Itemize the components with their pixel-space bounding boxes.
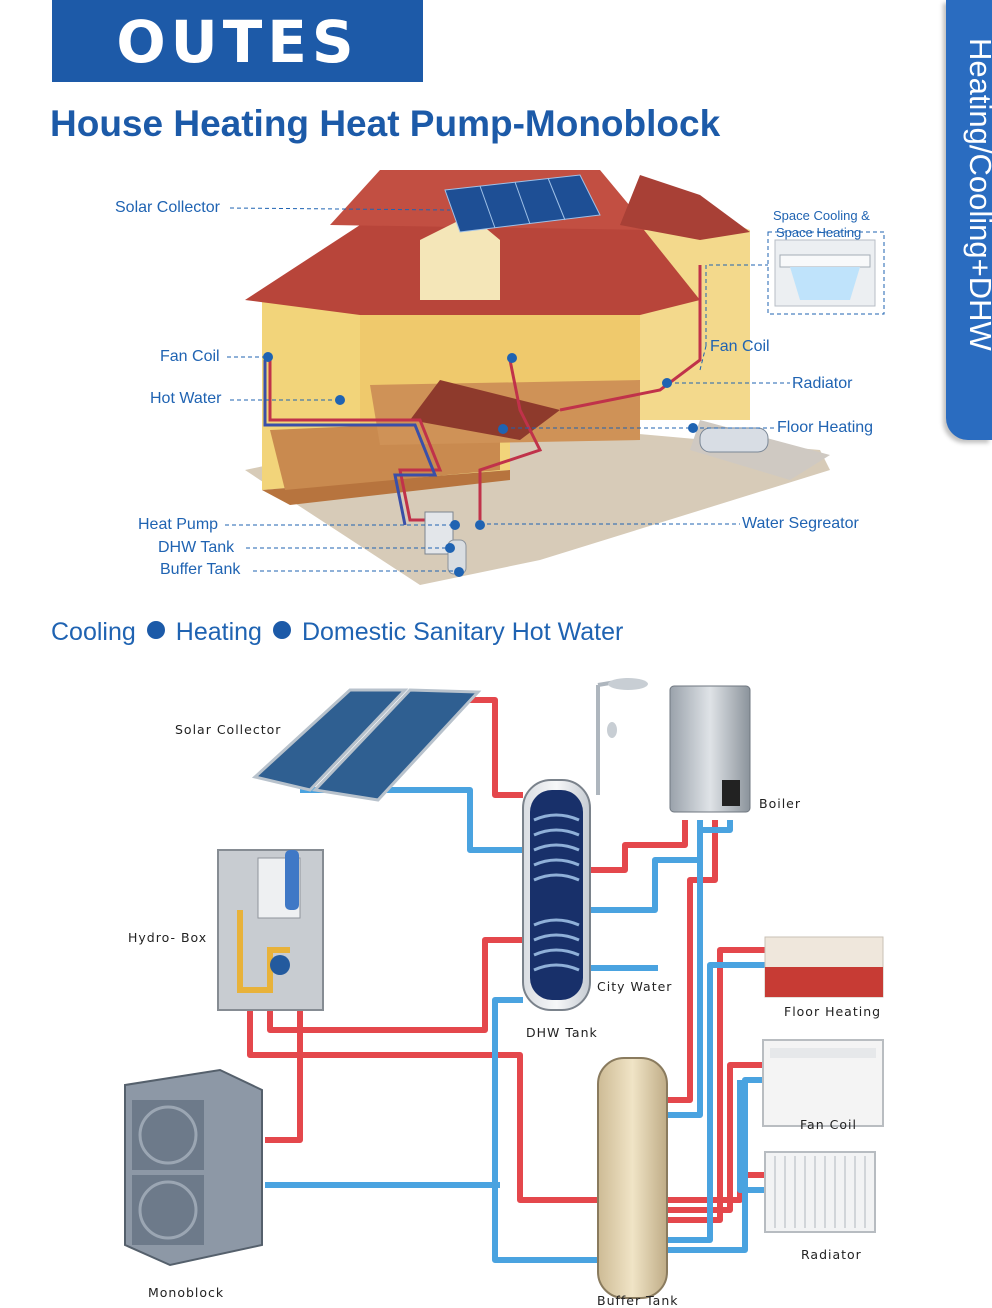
house-hot-pipe <box>268 355 443 522</box>
marker-dot <box>475 520 485 530</box>
label-radiator: Radiator <box>792 375 853 392</box>
marker-dot <box>454 567 464 577</box>
diagram-label-solar: Solar Collector <box>175 722 282 737</box>
marker-dot <box>335 395 345 405</box>
monoblock-fan-top <box>132 1100 204 1170</box>
diagram-label-monoblock: Monoblock <box>148 1285 225 1300</box>
label-fan-coil-left: Fan Coil <box>160 348 220 365</box>
fan-coil-grille <box>770 1048 876 1058</box>
radiator-fins <box>774 1156 866 1228</box>
space-cooling-box <box>767 231 885 315</box>
pipe-radiator-cold <box>737 1080 765 1193</box>
panel-divider <box>514 181 531 225</box>
label-space-cooling-1: Space Cooling & <box>773 208 870 223</box>
pipe-boiler-hot-2 <box>667 820 718 1103</box>
side-tab[interactable]: Heating/Cooling+DHW <box>946 0 992 440</box>
diagram-label-city-water: City Water <box>597 979 673 994</box>
label-hot-water: Hot Water <box>150 390 222 407</box>
house-cold-pipe <box>263 360 438 526</box>
pipe-solar-cold <box>300 787 523 853</box>
hand-shower <box>607 722 617 738</box>
label-floor-heating: Floor Heating <box>777 419 874 436</box>
pipe-hydro-buffer-hot <box>247 1010 598 1203</box>
diagram-label-hydro-box: Hydro- Box <box>128 930 208 945</box>
diagram-label-dhw-tank: DHW Tank <box>526 1025 598 1040</box>
boiler-display <box>722 780 740 806</box>
feature-heating: Heating <box>175 618 262 646</box>
radiator-unit <box>764 1151 876 1233</box>
diagram-label-fan-coil: Fan Coil <box>800 1117 857 1132</box>
car <box>699 427 769 453</box>
page-title: House Heating Heat Pump-Monoblock <box>50 103 721 144</box>
label-dhw-tank: DHW Tank <box>158 539 235 556</box>
leader-space-box <box>705 264 768 346</box>
diagram-label-boiler: Boiler <box>759 796 801 811</box>
bullet-dot <box>272 621 291 639</box>
house-hot-pipe-3 <box>559 265 702 412</box>
pipe-boiler-cold-2 <box>667 820 733 1118</box>
logo-text: OUTES <box>116 8 359 76</box>
hydro-yellow-pipes <box>237 910 290 993</box>
pipe-boiler-dhw-hot <box>590 820 688 873</box>
pipe-fancoil-hot <box>667 1062 765 1213</box>
hydro-pump <box>270 955 290 975</box>
house-illustration <box>225 170 885 585</box>
label-heat-pump: Heat Pump <box>138 516 219 533</box>
label-water-segreator: Water Segreator <box>742 515 859 532</box>
feature-line: Cooling Heating Domestic Sanitary Hot Wate… <box>51 618 623 647</box>
marker-dot <box>263 352 273 362</box>
cold-pipes <box>265 787 765 1263</box>
right-roof <box>620 175 750 240</box>
feature-dhw: Domestic Sanitary Hot Water <box>301 618 624 646</box>
expansion-vessel <box>285 850 299 910</box>
bullet-dot <box>146 621 165 639</box>
solar-panel-left <box>251 688 409 792</box>
left-floor-edge <box>262 470 510 505</box>
pipe-dhw-buffer-cold <box>492 997 598 1263</box>
dhw-coils <box>533 813 580 972</box>
label-fan-coil-right: Fan Coil <box>710 338 770 355</box>
leader-solar <box>229 207 451 211</box>
marker-dot <box>662 378 672 388</box>
panel-divider <box>547 177 566 221</box>
brand-logo: OUTES <box>52 0 423 82</box>
marker-dot <box>450 520 460 530</box>
pipe-fancoil-cold <box>667 1077 765 1253</box>
right-wing-wall <box>640 190 750 420</box>
solar-panel-right <box>311 688 482 802</box>
feature-cooling: Cooling <box>51 618 136 646</box>
fan-grille <box>138 1105 198 1165</box>
pipe-floor-cold <box>667 962 765 1243</box>
house-hot-pipe-2 <box>478 359 543 520</box>
marker-dot <box>498 424 508 434</box>
dhw-tank-inner <box>530 790 583 1000</box>
monoblock-fan-bottom <box>132 1175 204 1245</box>
panel-divider <box>479 185 496 229</box>
fan-grille <box>138 1180 198 1240</box>
pipe-hydro-dhw-hot <box>267 937 523 1033</box>
buffer-tank-body <box>597 1057 668 1299</box>
diagram-label-floor-heating: Floor Heating <box>784 1004 882 1019</box>
floor-heating-coils <box>765 967 883 997</box>
label-buffer-tank: Buffer Tank <box>160 561 241 578</box>
dormer <box>420 215 500 300</box>
label-space-cooling-2: Space Heating <box>776 225 862 240</box>
rug <box>410 380 560 440</box>
label-solar-collector: Solar Collector <box>115 199 220 216</box>
marker-dot <box>507 353 517 363</box>
shower-head <box>608 678 648 690</box>
diagram-label-radiator: Radiator <box>801 1247 862 1262</box>
pipe-floor-hot <box>667 947 765 1223</box>
diagram-label-buffer-tank: Buffer Tank <box>597 1293 679 1308</box>
airflow <box>790 267 860 300</box>
